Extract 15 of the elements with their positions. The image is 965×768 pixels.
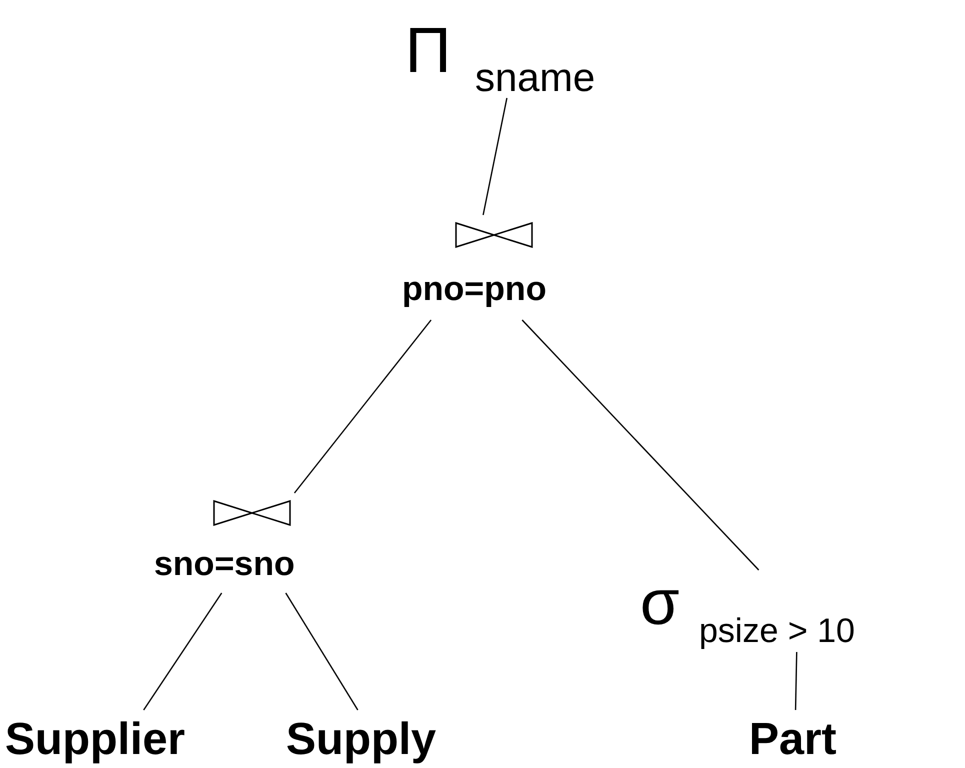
operator-subscript: psize > 10 <box>699 614 855 648</box>
tree-edge <box>294 320 432 494</box>
relation-label: Supplier <box>5 716 186 761</box>
relation-label: Supply <box>286 716 436 761</box>
tree-edge <box>143 592 222 710</box>
operator-symbol: Π <box>405 18 452 82</box>
relation-label: pno=pno <box>402 272 546 306</box>
tree-edge <box>794 652 798 710</box>
tree-edge <box>482 98 508 216</box>
operator-symbol: σ <box>640 570 680 634</box>
tree-edge <box>522 320 760 570</box>
relation-label: Part <box>749 716 837 761</box>
operator-subscript: sname <box>475 58 596 98</box>
relation-label: sno=sno <box>154 547 295 581</box>
tree-edge <box>285 592 358 710</box>
